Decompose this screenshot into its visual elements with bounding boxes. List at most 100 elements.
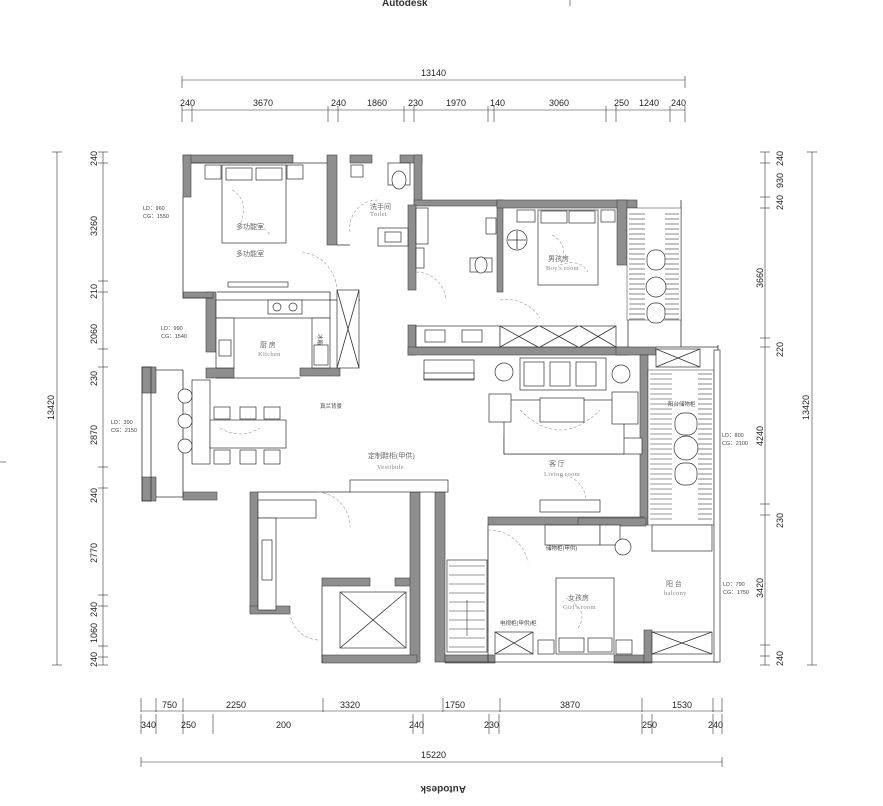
svg-text:230: 230 [89,371,99,386]
svg-text:3420: 3420 [755,578,765,598]
svg-text:240: 240 [775,151,785,166]
dim-top-seg: 240 [671,98,686,108]
label-cabinet-note: 储物柜(甲供) [546,544,577,552]
dim-bottom-row1: 1530 [672,700,692,710]
dim-bottom-row2: 200 [276,720,291,730]
label-balcony-en: balcony [664,590,687,597]
dim-top-seg: 3670 [253,98,273,108]
label-boys-en: Boy's room [546,265,579,272]
label-multi-room-2: 多功能室 [236,249,264,258]
room-labels: 多功能室 多功能室 洗手间 Toilet 男孩房 Boy's room 厨 房 … [111,202,749,627]
svg-text:240: 240 [89,602,99,617]
watermark-bottom: Autodesk [420,783,466,794]
label-living-cn: 客 厅 [549,459,565,468]
dim-top-seg: 3060 [549,98,569,108]
kitchen-furniture [215,289,360,369]
dim-bottom-row1: 3320 [340,700,360,710]
balcony-railing [713,349,721,663]
dim-top-total: 13140 [421,68,446,78]
living-room-furniture [488,357,643,513]
svg-text:240: 240 [775,651,785,666]
boys-room-furniture [506,209,616,286]
svg-text:210: 210 [89,284,99,299]
dining-furniture [177,379,287,465]
svg-text:LD：990: LD：990 [161,326,183,332]
bottom-dimension-lines: 750 2250 3320 1750 3870 1530 340 250 200… [140,698,723,767]
svg-text:230: 230 [775,513,785,528]
girls-room-furniture [494,524,713,655]
dim-top-seg: 250 [614,98,629,108]
dim-bottom-row2: 240 [708,720,723,730]
dim-top-seg: 1240 [639,98,659,108]
svg-text:CG：2150: CG：2150 [111,428,137,434]
right-dimension-lines: 13420 240 930 240 3660 220 4240 230 3420… [755,151,817,666]
label-toilet-en: Toilet [370,211,387,218]
dim-bottom-row1: 750 [162,700,177,710]
left-dimension-lines: 13420 240 3260 210 2060 230 2870 240 277… [46,151,108,667]
hall-vanity [415,325,617,381]
svg-text:4240: 4240 [755,426,765,446]
svg-text:220: 220 [775,342,785,357]
dim-bottom-row2: 230 [484,720,499,730]
toilet-fixtures [350,162,411,247]
dim-bottom-total: 15220 [421,750,446,760]
svg-text:LD：790: LD：790 [723,582,745,588]
dim-bottom-row2: 250 [181,720,196,730]
door-swings [289,199,587,641]
dim-top-seg: 1970 [446,98,466,108]
label-boys-cn: 男孩房 [548,254,569,263]
svg-text:CG：1550: CG：1550 [143,214,169,220]
dim-top-seg: 240 [331,98,346,108]
dim-top-seg: 230 [408,98,423,108]
svg-text:CG：1540: CG：1540 [161,334,187,340]
watermark-top: Autodesk [382,0,428,9]
svg-text:2770: 2770 [89,543,99,563]
label-girls-en: Girl's room [563,604,596,611]
svg-text:LD：800: LD：800 [722,433,744,439]
label-girls-cn: 女孩房 [568,593,589,602]
dim-right-total: 13420 [801,395,811,420]
label-kitchen-cn: 厨 房 [260,340,276,349]
label-dining-note: 真兰背景 [320,402,343,410]
balcony-lower [647,348,715,526]
label-multi-room: 多功能室 [236,222,264,231]
dim-top-seg: 240 [180,98,195,108]
svg-text:240: 240 [89,488,99,503]
svg-text:2060: 2060 [89,324,99,344]
label-balcony-cn: 阳 台 [666,579,682,588]
svg-text:1060: 1060 [89,623,99,643]
multi-room-bed [204,164,304,288]
dim-bottom-row2: 240 [409,720,424,730]
dim-top-seg: 1860 [367,98,387,108]
svg-text:240: 240 [89,652,99,667]
balcony-upper [626,207,682,324]
svg-text:3660: 3660 [755,268,765,288]
wc-fixtures [415,207,497,274]
vestibule-cabinets [257,479,449,649]
dim-bottom-row1: 1750 [445,700,465,710]
top-dimension-lines: 13140 240 3670 240 1860 230 1970 140 306… [180,68,686,122]
svg-text:2870: 2870 [89,425,99,445]
label-fridge: 冰箱 [316,334,324,346]
dim-top-seg: 140 [490,98,505,108]
label-tv-note: 电视柜(甲供)柜 [500,619,537,627]
dim-bottom-row2: 250 [642,720,657,730]
dim-bottom-row2: 340 [141,720,156,730]
label-toilet-cn: 洗手间 [370,202,391,211]
label-kitchen-en: Kitchen [258,351,281,358]
svg-text:3260: 3260 [89,216,99,236]
staircase [446,559,488,653]
svg-text:CG：1750: CG：1750 [723,590,749,596]
dim-bottom-row1: 2250 [226,700,246,710]
svg-text:CG：2100: CG：2100 [722,441,748,447]
label-living-en: Living room [544,471,580,478]
svg-text:LD：390: LD：390 [111,420,133,426]
svg-text:LD：960: LD：960 [143,206,165,212]
dim-bottom-row1: 3870 [560,700,580,710]
label-balcony-note: 阳台储物柜 [668,400,696,408]
svg-text:930: 930 [775,173,785,188]
label-vestibule-cn: 定制鞋柜(甲供) [368,451,415,460]
svg-text:240: 240 [775,195,785,210]
svg-text:240: 240 [89,151,99,166]
